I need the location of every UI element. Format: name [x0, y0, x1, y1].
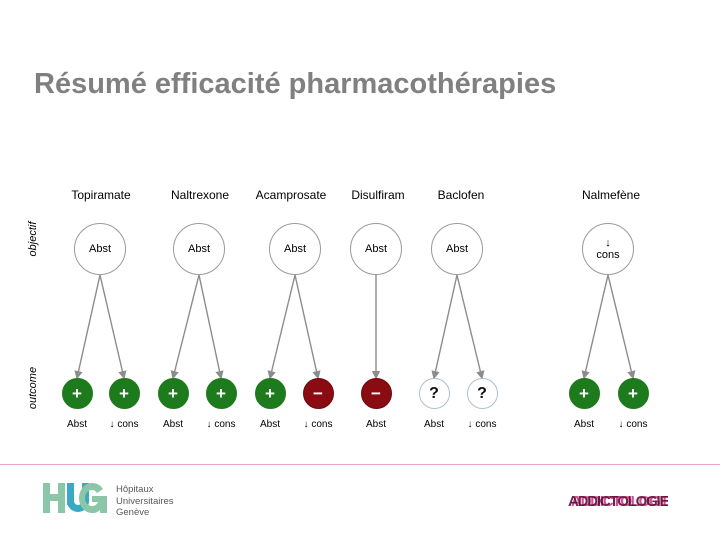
objective-node-nalmefène: ↓cons: [582, 223, 634, 275]
outcome-node-pos: +: [254, 378, 286, 409]
axis-label-objectif: objectif: [27, 221, 39, 257]
outcome-caption: ↓ cons: [109, 419, 139, 430]
hug-logo: Hôpitaux Universitaires Genève: [43, 483, 174, 519]
outcome-caption: ↓ cons: [467, 419, 497, 430]
objective-node-label: ↓: [605, 237, 611, 249]
outcome-caption: Abst: [259, 419, 280, 430]
arrow-connector: [198, 274, 224, 380]
objective-node-label: Abst: [445, 243, 468, 255]
outcome-caption: ↓ cons: [303, 419, 333, 430]
outcome-caption: Abst: [423, 419, 444, 430]
outcome-caption: ↓ cons: [206, 419, 236, 430]
outcome-node-unk: ?: [418, 378, 450, 409]
arrow-connector: [267, 274, 296, 380]
footer-divider: [0, 464, 720, 465]
outcome-node-pos: +: [108, 378, 140, 409]
outcome-node-neg: −: [302, 378, 334, 409]
outcome-node-neg: −: [360, 378, 392, 409]
arrow-connector: [607, 274, 636, 380]
column-header-naltrexone: Naltrexone: [170, 188, 230, 202]
column-header-baclofen: Baclofen: [437, 188, 485, 202]
objective-node-label: Abst: [364, 243, 387, 255]
arrow-connector: [581, 274, 609, 380]
objective-node-naltrexone: Abst: [173, 223, 225, 275]
addictologie-logo-text-dark: ADDICTOLOGIE: [568, 493, 668, 510]
outcome-node-pos: +: [568, 378, 600, 409]
objective-node-disulfiram: Abst: [350, 223, 402, 275]
objective-node-topiramate: Abst: [74, 223, 126, 275]
column-header-disulfiram: Disulfiram: [351, 188, 405, 202]
objective-node-baclofen: Abst: [431, 223, 483, 275]
arrow-connector: [170, 274, 200, 380]
addictologie-logo-text-pink: ADDICTOLOGIE: [571, 493, 668, 510]
outcome-node-pos: +: [61, 378, 93, 409]
axis-label-outcome: outcome: [27, 366, 39, 410]
column-header-nalmefène: Nalmefène: [581, 188, 641, 202]
objective-node-acamprosate: Abst: [269, 223, 321, 275]
column-header-topiramate: Topiramate: [71, 188, 131, 202]
page-title: Résumé efficacité pharmacothérapies: [34, 68, 557, 100]
outcome-caption: ↓ cons: [618, 419, 648, 430]
hug-line-2: Universitaires: [116, 495, 174, 507]
outcome-node-pos: +: [205, 378, 237, 409]
arrow-connector: [431, 274, 458, 380]
outcome-caption: Abst: [365, 419, 386, 430]
arrow-connector: [74, 274, 101, 380]
outcome-node-pos: +: [157, 378, 189, 409]
objective-node-label: Abst: [283, 243, 306, 255]
outcome-caption: Abst: [162, 419, 183, 430]
outcome-node-unk: ?: [466, 378, 498, 409]
arrow-connector: [294, 274, 321, 380]
outcome-caption: Abst: [573, 419, 594, 430]
hug-line-3: Genève: [116, 507, 150, 518]
objective-node-label: Abst: [88, 243, 111, 255]
arrow-connector: [99, 274, 127, 380]
objective-node-label: Abst: [187, 243, 210, 255]
column-header-acamprosate: Acamprosate: [255, 188, 327, 202]
outcome-caption: Abst: [66, 419, 87, 430]
hug-logo-mark: [43, 483, 107, 513]
hug-line-1: Hôpitaux: [116, 484, 154, 495]
objective-node-sublabel: cons: [596, 249, 620, 261]
hug-logo-wordmark: Hôpitaux Universitaires Genève: [116, 483, 174, 519]
outcome-node-pos: +: [617, 378, 649, 409]
arrow-connector: [456, 274, 485, 380]
addictologie-logo: ADDICTOLOGIE ADDICTOLOGIE: [568, 493, 668, 510]
